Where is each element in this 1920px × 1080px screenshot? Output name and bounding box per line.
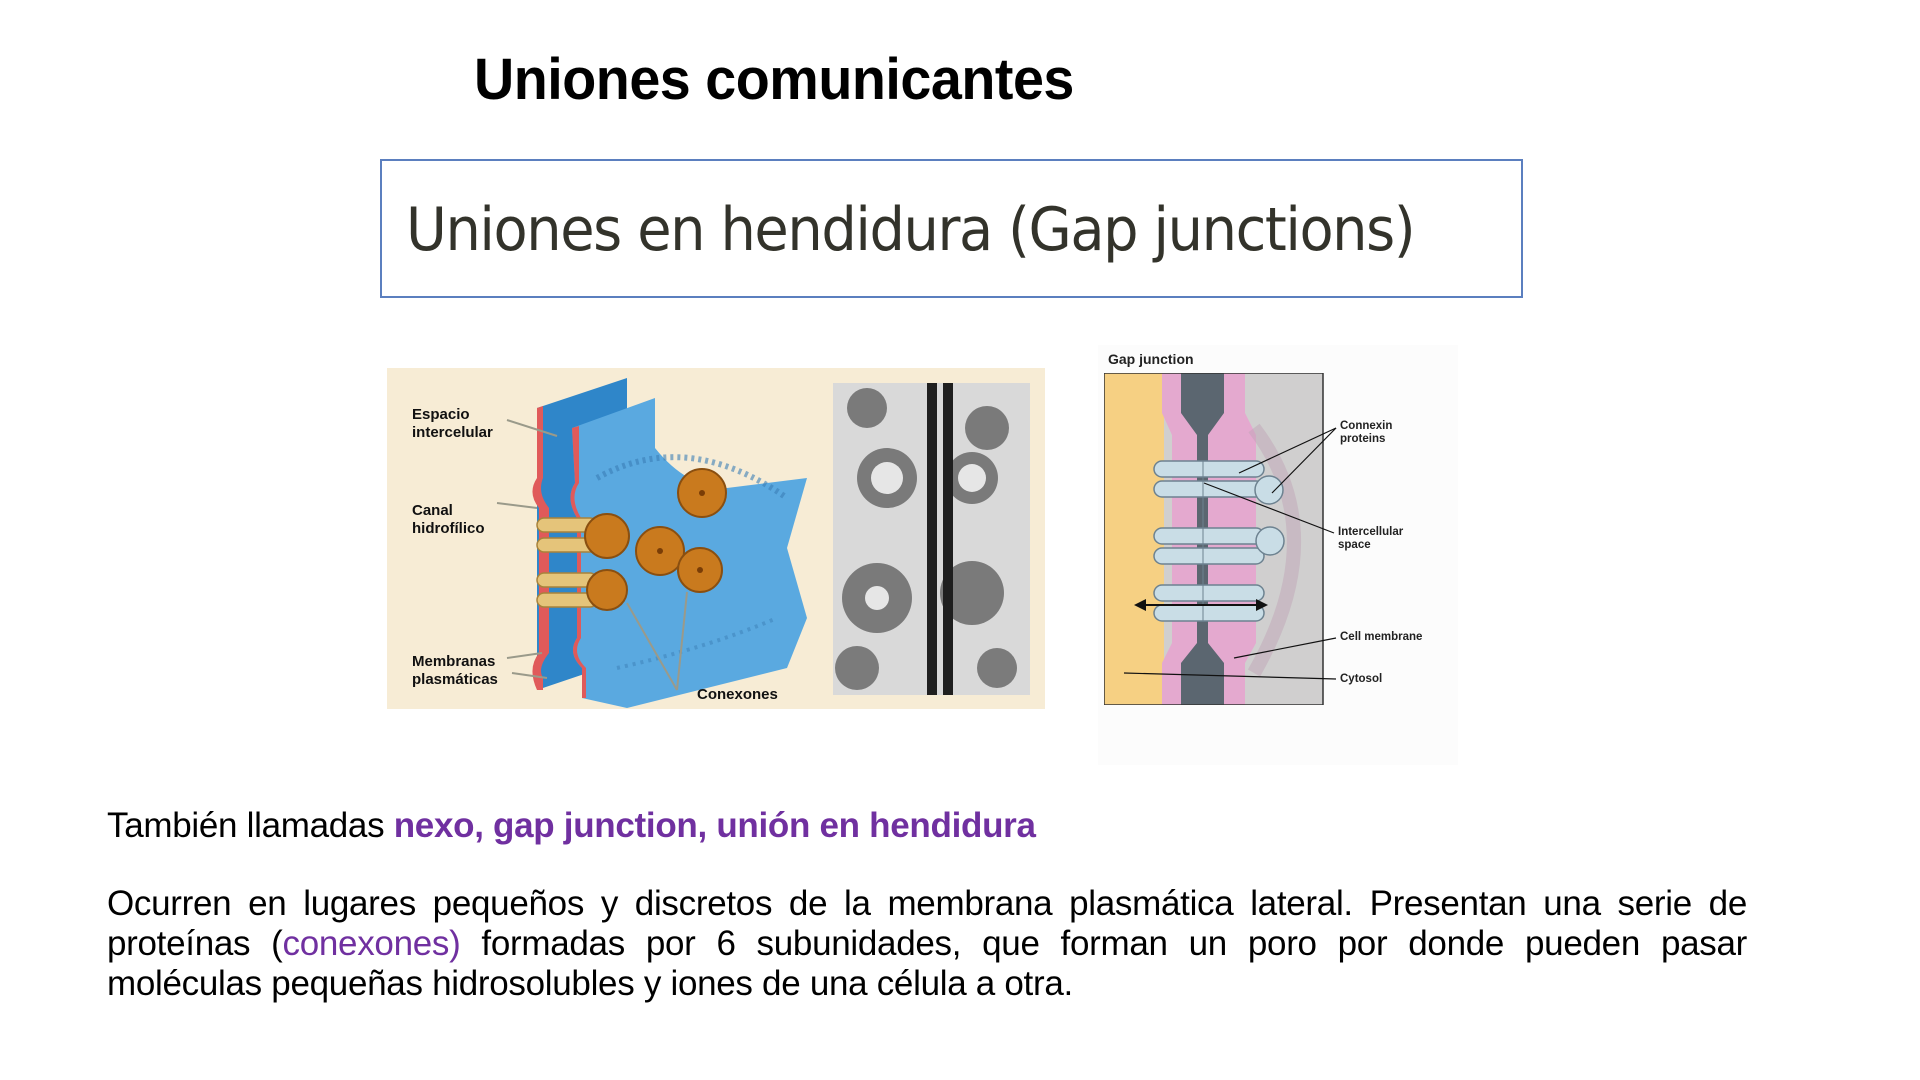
desc-part2: formadas por 6 subunidades, que forman u… <box>107 924 1747 1003</box>
also-called-line: También llamadas nexo, gap junction, uni… <box>107 806 1036 846</box>
label-cytosol: Cytosol <box>1340 673 1383 685</box>
label-intercellular-space: Intercellular space <box>1338 526 1404 551</box>
gap-junction-schematic <box>1104 373 1337 705</box>
desc-part1: Ocurren en lugares pequeños y discretos … <box>107 884 1747 963</box>
subtitle-box: Uniones en hendidura (Gap junctions) <box>380 159 1523 298</box>
also-prefix: También llamadas <box>107 806 394 845</box>
membrane-3d-illustration <box>496 378 1030 708</box>
label-cell-membrane: Cell membrane <box>1340 631 1423 643</box>
subtitle-text: Uniones en hendidura (Gap junctions) <box>406 195 1416 265</box>
label-conexones: Conexones <box>697 686 778 703</box>
gap-junction-title: Gap junction <box>1108 351 1194 367</box>
description-paragraph: Ocurren en lugares pequeños y discretos … <box>107 884 1747 1004</box>
slide-title: Uniones comunicantes <box>474 47 1074 112</box>
label-connexin-proteins: Connexin proteins <box>1340 420 1393 445</box>
electron-micrograph <box>833 383 1030 695</box>
also-terms: nexo, gap junction, unión en hendidura <box>393 806 1036 845</box>
desc-highlight-conexones: conexones) <box>282 924 461 963</box>
connexon-diagram-figure: Espacio intercelular Canal hidrofílico M… <box>387 368 1045 709</box>
label-canal-hidrofilico: Canal hidrofílico <box>412 502 485 537</box>
label-espacio-intercelular: Espacio intercelular <box>412 406 493 441</box>
label-membranas-plasmaticas: Membranas plasmáticas <box>412 653 498 688</box>
